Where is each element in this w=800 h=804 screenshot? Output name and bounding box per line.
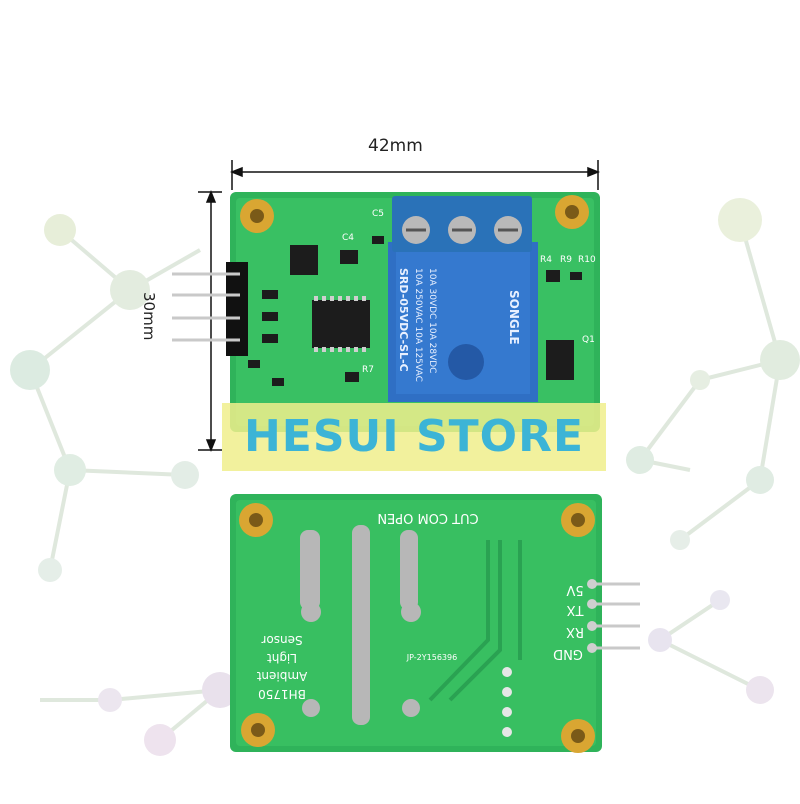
height-dimension-line: [198, 189, 222, 453]
back-mounting-holes: [239, 503, 595, 753]
svg-text:Light: Light: [267, 651, 297, 665]
svg-text:CUT COM OPEN: CUT COM OPEN: [377, 510, 478, 525]
screw-terminal-block: [392, 196, 532, 252]
pcb-front-board: 10A 250VAC 10A 125VAC 10A 30VDC 10A 28VD…: [172, 192, 600, 432]
svg-text:R7: R7: [362, 365, 374, 375]
background-nodes: [10, 198, 800, 756]
svg-text:BH1750: BH1750: [258, 687, 306, 701]
pcb-back-board: CUT COM OPEN 5V TX RX GND BH1750 Ambient…: [230, 494, 640, 753]
svg-text:Ambient: Ambient: [256, 669, 307, 683]
svg-text:JP-2Y156396: JP-2Y156396: [406, 653, 457, 662]
width-dimension-label: 42mm: [368, 136, 423, 156]
watermark-banner: HESUI STORE: [222, 403, 606, 471]
solder-traces: [300, 525, 421, 725]
front-mounting-holes: [240, 195, 589, 233]
svg-text:Sensor: Sensor: [261, 633, 302, 647]
width-dimension-line: [229, 160, 601, 190]
svg-text:TX: TX: [566, 602, 584, 617]
ic-chip: [312, 300, 370, 348]
svg-text:R4: R4: [540, 255, 552, 265]
svg-text:C4: C4: [342, 233, 354, 243]
svg-text:5V: 5V: [566, 582, 583, 597]
front-silk-labels: C5 C4 R4 R9 R10 R7 Q1: [342, 209, 596, 375]
svg-text:Q1: Q1: [582, 335, 595, 345]
svg-text:R9: R9: [560, 255, 572, 265]
relay: 10A 250VAC 10A 125VAC 10A 30VDC 10A 28VD…: [388, 242, 538, 402]
svg-text:SONGLE: SONGLE: [507, 290, 521, 345]
svg-text:R10: R10: [578, 255, 596, 265]
back-silk-text: CUT COM OPEN 5V TX RX GND BH1750 Ambient…: [256, 510, 584, 701]
watermark-text: HESUI STORE: [243, 411, 585, 462]
svg-text:GND: GND: [553, 646, 583, 661]
svg-text:RX: RX: [566, 624, 584, 639]
svg-text:C5: C5: [372, 209, 384, 219]
svg-text:10A 30VDC 10A 28VDC: 10A 30VDC 10A 28VDC: [427, 268, 437, 373]
svg-text:SRD-05VDC-SL-C: SRD-05VDC-SL-C: [397, 268, 410, 372]
front-header-pins: [172, 262, 248, 356]
smd-components: [248, 236, 582, 386]
back-header-pins: [587, 579, 640, 653]
height-dimension-label: 30mm: [140, 292, 158, 341]
svg-text:10A 250VAC 10A 125VAC: 10A 250VAC 10A 125VAC: [413, 268, 423, 382]
